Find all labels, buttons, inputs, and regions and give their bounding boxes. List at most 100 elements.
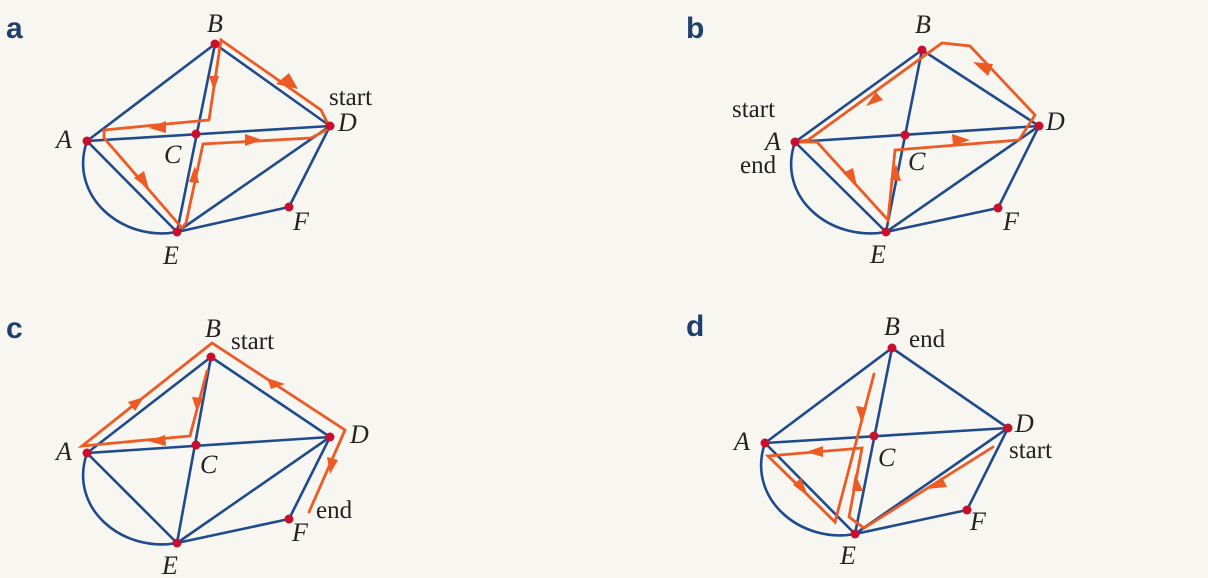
annotation-start: start [231, 328, 274, 355]
arrow-icon [866, 92, 883, 106]
edge-fd [996, 124, 1041, 210]
annotation-start: start [329, 84, 372, 111]
panel-c-arrows [128, 378, 338, 474]
edge-ae-straight [85, 451, 179, 545]
vertex-f [993, 203, 1003, 213]
edge-ad [85, 435, 332, 455]
edge-bd [209, 355, 332, 439]
arrow-icon [189, 166, 199, 183]
vertex-b [917, 45, 927, 55]
arrow-icon [843, 168, 857, 186]
arrow-icon [927, 477, 947, 489]
arrow-icon [793, 478, 808, 496]
edge-ae-curve [81, 139, 179, 235]
arrow-icon [276, 73, 298, 89]
edge-ef [175, 517, 291, 545]
vertex-f [962, 505, 972, 515]
edge-fd [287, 435, 332, 521]
edge-bd [920, 48, 1041, 128]
arrow-icon [128, 397, 144, 411]
edge-ab [763, 346, 894, 445]
vertex-label-f: F [1002, 207, 1020, 236]
vertex-b [206, 352, 216, 362]
arrow-icon [852, 474, 863, 491]
vertex-label-f: F [291, 518, 309, 547]
panel-c-label: c [6, 312, 23, 345]
vertex-label-d: D [337, 108, 357, 137]
panel-b-label: b [686, 12, 704, 45]
vertex-a [82, 448, 92, 458]
vertex-label-a: A [763, 127, 781, 156]
panel-b-route [793, 41, 1037, 224]
edge-ad [763, 426, 1010, 445]
edge-fd [287, 124, 332, 209]
vertex-label-a: A [54, 125, 72, 154]
edge-ed [884, 124, 1041, 234]
edge-bd [213, 42, 332, 128]
vertex-label-c: C [908, 147, 926, 176]
edge-ab [85, 355, 213, 455]
arrow-icon [134, 171, 149, 189]
vertex-f [284, 202, 294, 212]
arrow-icon [267, 378, 285, 389]
vertex-label-d: D [349, 420, 369, 449]
panel-a-label: a [6, 12, 23, 45]
vertex-c [191, 129, 201, 139]
panel-a-vertices [82, 39, 335, 237]
edge-ef [853, 508, 969, 536]
arrow-icon [245, 134, 262, 146]
panel-d-arrows [793, 406, 947, 496]
vertex-e [850, 529, 860, 539]
vertex-label-f: F [292, 207, 310, 236]
vertex-label-b: B [207, 9, 223, 38]
annotation-end: end [740, 152, 777, 179]
arrow-icon [327, 457, 338, 474]
arrow-icon [890, 164, 901, 181]
vertex-label-e: E [161, 551, 178, 578]
annotation-end: end [316, 497, 353, 524]
annotation-start: start [1009, 437, 1052, 464]
edge-ae-straight [763, 441, 857, 536]
arrow-icon [806, 446, 823, 457]
vertex-a [790, 137, 800, 147]
edge-be [175, 355, 213, 545]
vertex-label-d: D [1014, 409, 1034, 438]
panel-d: d A B C [686, 310, 1052, 570]
panel-d-label: d [686, 310, 704, 343]
edge-ae-curve [759, 441, 857, 537]
edge-be [853, 346, 894, 536]
edge-ae-curve [789, 140, 888, 235]
edge-ef [175, 205, 291, 234]
arrow-icon [192, 397, 203, 412]
vertex-c [900, 130, 910, 140]
vertex-b [210, 39, 220, 49]
panel-a: a A B [6, 9, 372, 270]
arrow-icon [209, 76, 219, 91]
vertex-label-e: E [839, 541, 856, 570]
annotation-start: start [732, 96, 775, 123]
vertex-label-e: E [869, 240, 886, 269]
vertex-a [760, 438, 770, 448]
edge-be [884, 48, 924, 234]
vertex-label-b: B [205, 314, 221, 343]
panel-b-edges [789, 48, 1041, 235]
edge-ad [85, 124, 332, 143]
edge-ab [85, 42, 217, 143]
vertex-d [325, 432, 335, 442]
panel-a-edges [81, 42, 332, 235]
panel-b-arrows [843, 62, 993, 186]
panel-a-arrows [134, 73, 298, 189]
vertex-label-b: B [884, 312, 900, 341]
panel-c-edges [81, 355, 332, 546]
arrow-icon [149, 121, 166, 133]
edge-ad [793, 124, 1041, 144]
vertex-label-a: A [732, 427, 750, 456]
vertex-label-d: D [1045, 107, 1065, 136]
edge-ae-straight [793, 140, 888, 234]
edge-ae-curve [81, 451, 179, 546]
panel-b-vertices [790, 45, 1044, 237]
edge-ae-straight [85, 139, 179, 234]
vertex-label-c: C [878, 443, 896, 472]
arrow-icon [973, 62, 993, 76]
